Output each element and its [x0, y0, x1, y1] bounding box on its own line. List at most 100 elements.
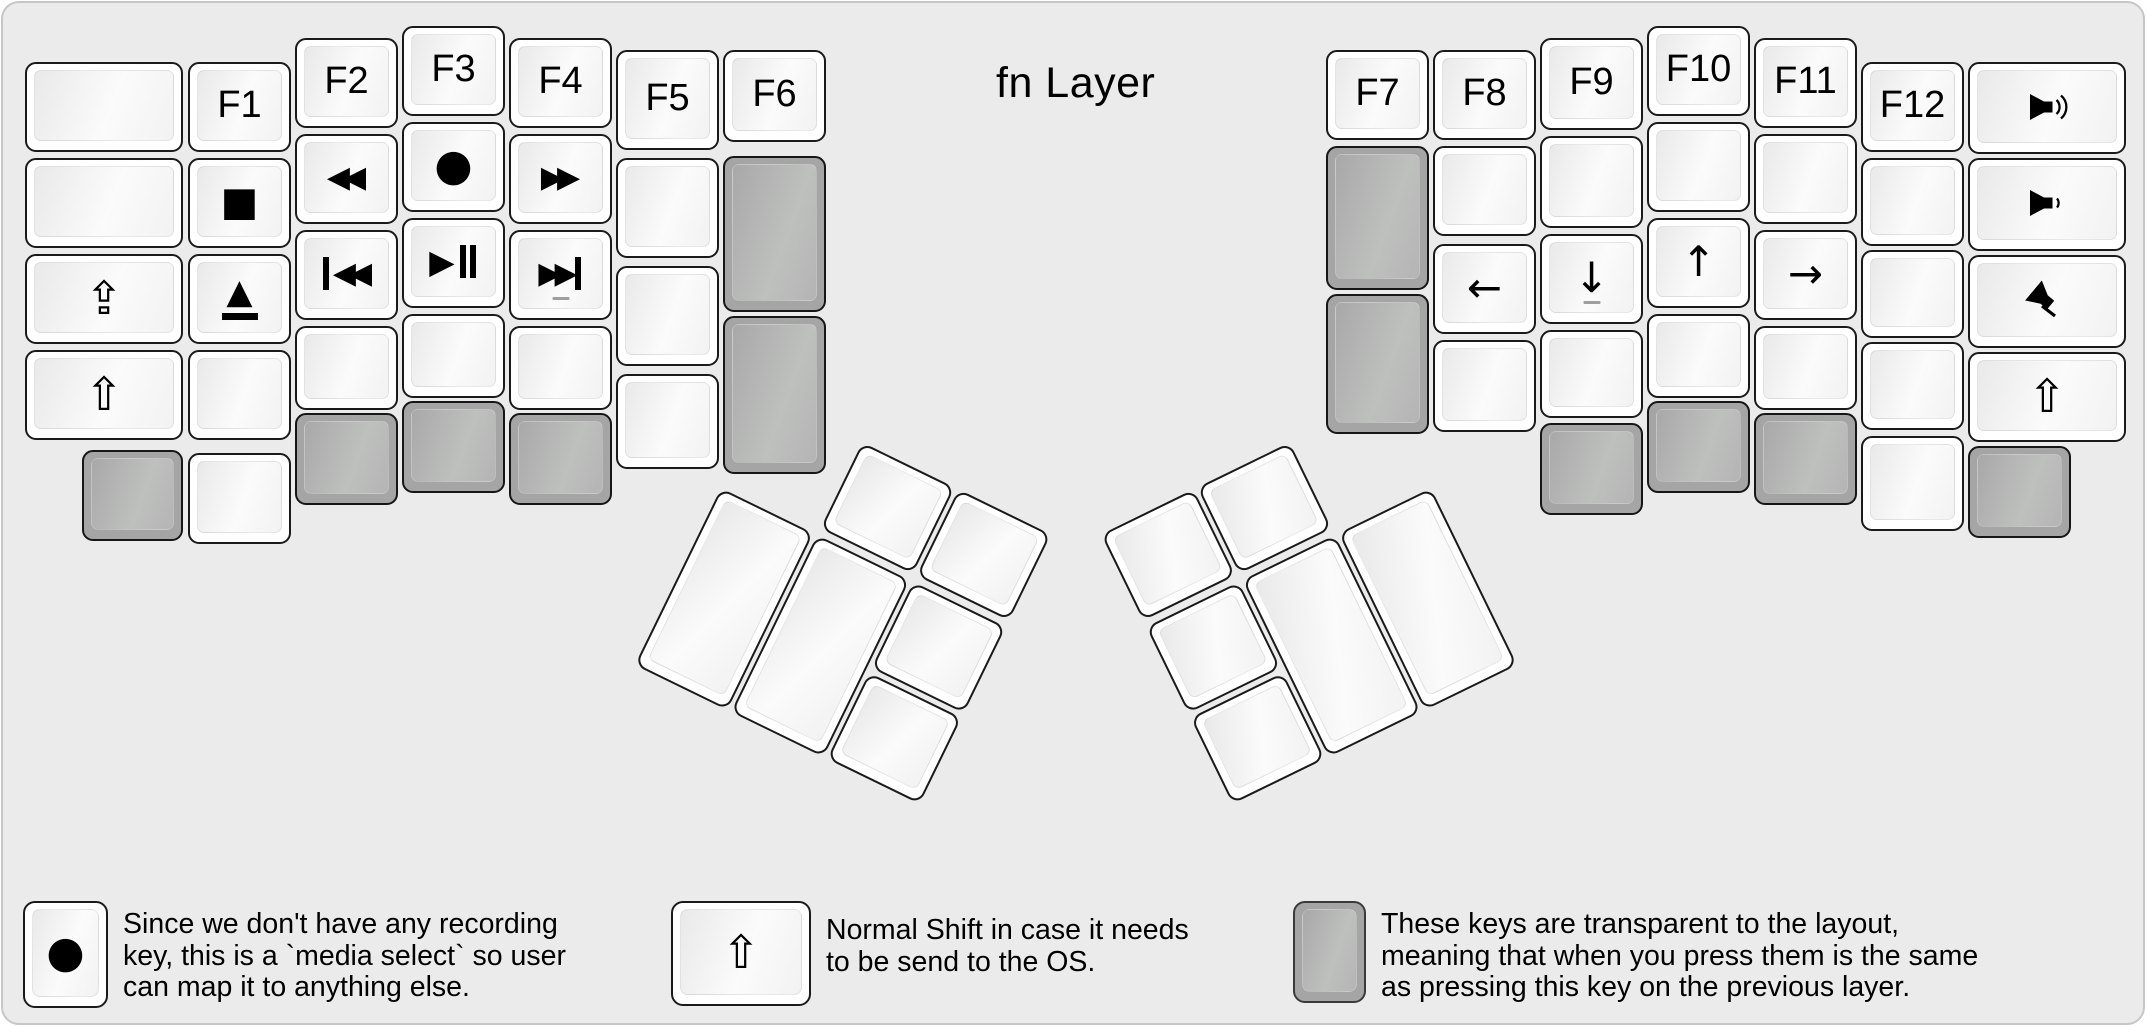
keycap-surface: ◀◀: [304, 142, 389, 213]
key-blank[interactable]: [1540, 330, 1643, 418]
key-record[interactable]: ●: [402, 122, 505, 212]
key-blank[interactable]: [188, 453, 291, 544]
key-rewind[interactable]: ◀◀: [295, 134, 398, 224]
legend-item-text: Since we don't have any recording key, t…: [123, 908, 566, 1003]
key-f6[interactable]: F6: [723, 50, 826, 142]
key-caps-lock[interactable]: ⇪: [25, 254, 183, 344]
keycap-surface: [1870, 444, 1955, 520]
key-shift[interactable]: ⇧: [1968, 352, 2126, 442]
key-f12[interactable]: F12: [1861, 62, 1964, 152]
key-f1[interactable]: F1: [188, 62, 291, 152]
key-label: F9: [1569, 61, 1614, 103]
key-blank[interactable]: [1861, 342, 1964, 430]
key-stop[interactable]: ■: [188, 158, 291, 248]
keycap-surface: [1870, 166, 1955, 235]
key-f2[interactable]: F2: [295, 38, 398, 128]
key-blank[interactable]: [1754, 326, 1857, 410]
key-next-track[interactable]: ▶▶: [509, 230, 612, 320]
keycap-surface: ■: [197, 166, 282, 237]
key-f3[interactable]: F3: [402, 26, 505, 116]
legend-key-sample: ●: [23, 901, 108, 1008]
layer-title: fn Layer: [996, 59, 1156, 107]
keycap-surface: F8: [1442, 58, 1527, 129]
key-blank[interactable]: [1540, 136, 1643, 228]
key-blank[interactable]: [616, 158, 719, 258]
keycap-surface: [1208, 453, 1319, 560]
key-transparent[interactable]: [1968, 446, 2071, 538]
secondary-legend-dash: [1583, 301, 1600, 304]
key-volume-up[interactable]: [1968, 62, 2126, 154]
key-blank[interactable]: [1647, 314, 1750, 398]
key-blank[interactable]: [616, 266, 719, 366]
keycap-surface: [929, 500, 1040, 607]
key-blank[interactable]: [188, 350, 291, 440]
keycap-surface: [1201, 683, 1313, 791]
keycap-surface: [197, 358, 282, 429]
key-f4[interactable]: F4: [509, 38, 612, 128]
shift-icon: ⇧: [2027, 368, 2067, 423]
key-blank[interactable]: [509, 326, 612, 410]
key-transparent[interactable]: [723, 316, 826, 474]
key-arrow-up[interactable]: ↑: [1647, 218, 1750, 308]
key-arrow-right[interactable]: →: [1754, 230, 1857, 320]
stop-icon: ■: [220, 178, 259, 225]
keycap-surface: ●: [411, 130, 496, 201]
key-blank[interactable]: [1861, 436, 1964, 531]
fast-forward-icon: ▶▶: [540, 159, 580, 195]
key-f9[interactable]: F9: [1540, 38, 1643, 130]
key-mute[interactable]: [1968, 255, 2126, 348]
keycap-surface: ⇧: [680, 909, 802, 995]
key-transparent[interactable]: [723, 156, 826, 312]
key-blank[interactable]: [25, 158, 183, 248]
key-play-pause[interactable]: ▶: [402, 218, 505, 308]
key-previous-track[interactable]: ◀◀: [295, 230, 398, 320]
keycap-surface: [1335, 154, 1420, 279]
key-transparent[interactable]: [82, 450, 183, 541]
key-f11[interactable]: F11: [1754, 38, 1857, 128]
keycap-surface: [1442, 348, 1527, 421]
keycap-surface: [34, 166, 174, 237]
key-label: F2: [324, 60, 369, 102]
key-transparent[interactable]: [1326, 294, 1429, 434]
key-blank[interactable]: [25, 62, 183, 152]
key-transparent[interactable]: [295, 413, 398, 505]
key-blank[interactable]: [1861, 250, 1964, 338]
up-arrow-icon: ↑: [1680, 236, 1717, 286]
key-arrow-down[interactable]: ↓: [1540, 234, 1643, 324]
key-transparent[interactable]: [509, 413, 612, 505]
keycap-surface: [1656, 409, 1741, 482]
key-f5[interactable]: F5: [616, 50, 719, 150]
key-blank[interactable]: [1861, 158, 1964, 246]
key-blank[interactable]: [402, 314, 505, 398]
key-eject[interactable]: ▲: [188, 254, 291, 344]
down-arrow-icon: ↓: [1573, 252, 1610, 302]
key-fast-forward[interactable]: ▶▶: [509, 134, 612, 224]
key-blank[interactable]: [616, 374, 719, 469]
key-arrow-left[interactable]: ←: [1433, 244, 1536, 334]
key-transparent[interactable]: [1754, 413, 1857, 505]
keycap-surface: [1870, 350, 1955, 419]
key-f8[interactable]: F8: [1433, 50, 1536, 140]
keycap-surface: [1977, 70, 2117, 143]
key-volume-down[interactable]: [1968, 158, 2126, 251]
key-blank[interactable]: [1647, 122, 1750, 212]
keycap-surface: ●: [32, 909, 99, 997]
key-shift[interactable]: ⇧: [25, 350, 183, 440]
key-blank[interactable]: [1433, 146, 1536, 236]
key-f10[interactable]: F10: [1647, 26, 1750, 116]
key-blank[interactable]: [295, 326, 398, 410]
key-transparent[interactable]: [1326, 146, 1429, 290]
key-blank[interactable]: [1433, 340, 1536, 432]
keycap-surface: [833, 453, 944, 560]
keycap-surface: [732, 324, 817, 463]
keycap-surface: [1549, 338, 1634, 407]
key-f7[interactable]: F7: [1326, 50, 1429, 140]
keycap-surface: ▶: [411, 226, 496, 297]
keycap-surface: F7: [1335, 58, 1420, 129]
key-transparent[interactable]: [402, 401, 505, 493]
keycap-surface: [1335, 302, 1420, 423]
key-transparent[interactable]: [1647, 401, 1750, 493]
keycap-surface: [411, 409, 496, 482]
key-blank[interactable]: [1754, 134, 1857, 224]
key-transparent[interactable]: [1540, 423, 1643, 515]
